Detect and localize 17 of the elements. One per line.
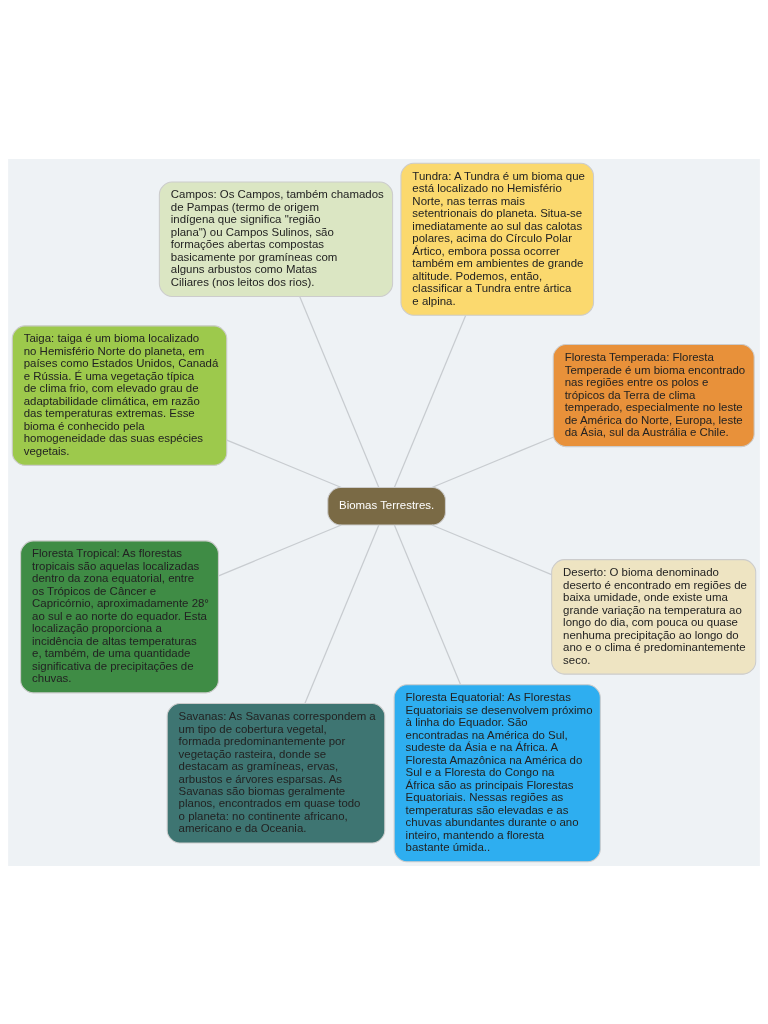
node-box: Campos: Os Campos, também chamados de Pampas (termo de origem indígena que significa "região plana") ou Campos Sulinos, são formações abertas compostas basicamente por gramíneas com alguns arbustos como Matas Ciliares (nos leitos dos rios). [158,180,394,297]
node-box: Floresta Equatorial: As Florestas Equatoriais se desenvolvem próximo à linha do Equador. São encontradas na América do Sul, sudeste da Ásia e na África. A Floresta Amazônica na América do Sul e a Floresta do Congo na África são as principais Florestas Equatoriais. Nessas regiões as temperaturas são elevadas e as chuvas abundantes durante o ano inteiro, mantendo a floresta bastante úmida.. [393,683,601,862]
connector [393,523,462,685]
node-box: Tundra: A Tundra é um bioma que está localizado no Hemisfério Norte, nas terras mais setentrionais do planeta. Situa-se imediatamente ao sul das calotas polares, acima do Círculo Polar Ártico, embora possa ocorrer também em ambientes de grande altitude. Podemos, então, classificar a Tundra entre ártica e alpina. [400,162,595,316]
connector [299,295,380,488]
node-box: Biomas Terrestres. [327,486,446,525]
node-box: Floresta Tropical: As florestas tropicais são aquelas localizadas dentro da zona equatorial, entre os Trópicos de Câncer e Capricórnio, aproximadamente 28° ao sul e ao norte do equador. Esta localização proporciona a incidência de altas temperaturas e, também, de uma quantidade significativa de precipitações de chuvas. [20,539,219,693]
connector [393,314,467,488]
connector [304,523,380,704]
node-box: Savanas: As Savanas correspondem a um tipo de cobertura vegetal, formada predominantemente por vegetação rasteira, donde se destacam as gramíneas, ervas, arbustos e árvores esparsas. As Savanas são biomas geralmente planos, encontrados em quase todo o planeta: no continente africano, americano e da Oceania. [166,702,386,844]
connector [226,438,342,488]
node-box: Taiga: taiga é um bioma localizado no Hemisfério Norte do planeta, em países como Estados Unidos, Canadá e Rússia. É uma vegetação típica de clima frio, com elevado grau de adaptabilidade climática, em razão das temperaturas extremas. Esse bioma é conhecido pela homogeneidade das suas espécies vegetais. [11,324,228,466]
node-box: Deserto: O bioma denominado deserto é encontrado em regiões de baixa umidade, onde existe uma grande variação na temperatura ao longo do dia, com pouca ou quase nenhuma precipitação ao longo do ano e o clima é predominantemente seco. [551,558,757,675]
node-box: Floresta Temperada: Floresta Temperade é um bioma encontrado nas regiões entre os polos e trópicos da Terra de clima temperado, especialmente no leste de América do Norte, Europa, leste da Ásia, sul da Austrália e Chile. [552,343,755,447]
connector [431,523,553,575]
connector [217,523,342,576]
connector [431,436,554,488]
